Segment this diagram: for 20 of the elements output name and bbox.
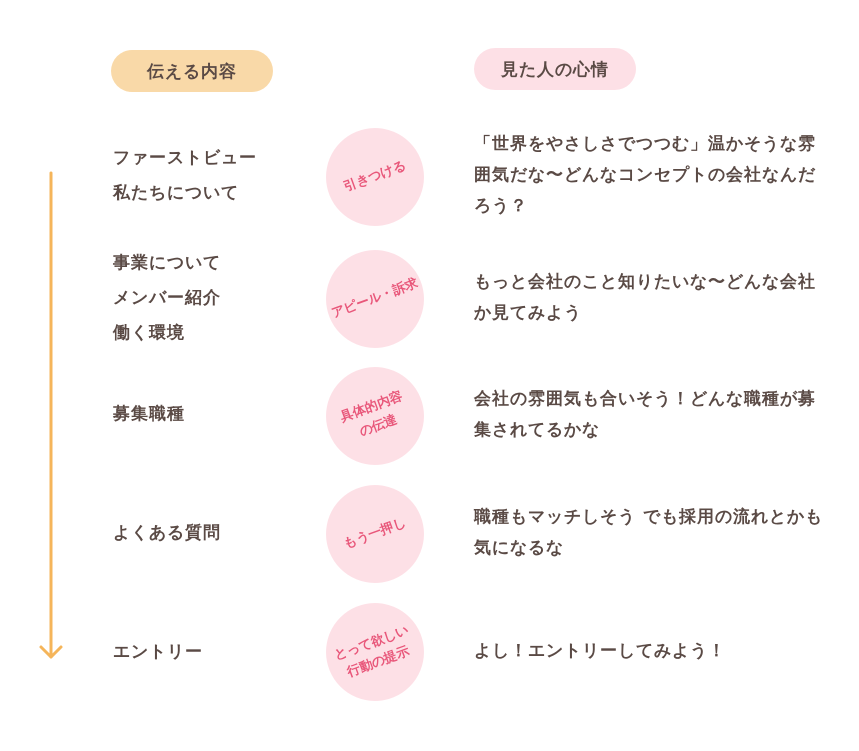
stage-label: アピール・訴求 [328,275,422,324]
viewer-feeling: 会社の雰囲気も合いそう！どんな職種が募集されてるかな [474,388,817,442]
header-pill: 伝える内容 [111,50,273,92]
viewer-feeling: よし！エントリーしてみよう！ [474,640,727,663]
viewer-feeling: 「世界をやさしさでつつむ」温かそうな雰囲気だな〜どんなコンセプトの会社なんだろう？ [474,133,817,218]
stage-label: 引きつける [340,158,410,197]
viewer-feeling: もっと会社のこと知りたいな〜どんな会社か見てみよう [474,271,817,325]
stage-label: 具体的内容の伝達 [337,387,406,441]
header-pill: 見た人の心情 [474,48,636,90]
content-item: 働く環境 [113,323,185,343]
content-item: エントリー [113,642,203,662]
content-item: ファーストビュー [113,148,257,168]
stage-label: とって欲しい行動の提示 [331,621,412,682]
stage-label: もう一押し [340,514,410,554]
content-item: よくある質問 [113,523,221,543]
content-item: 事業について [113,253,221,273]
content-item: メンバー紹介 [113,288,221,308]
content-item: 私たちについて [113,183,239,203]
content-item: 募集職種 [113,404,185,424]
viewer-feeling: 職種もマッチしそう でも採用の流れとかも気になるな [474,506,824,560]
